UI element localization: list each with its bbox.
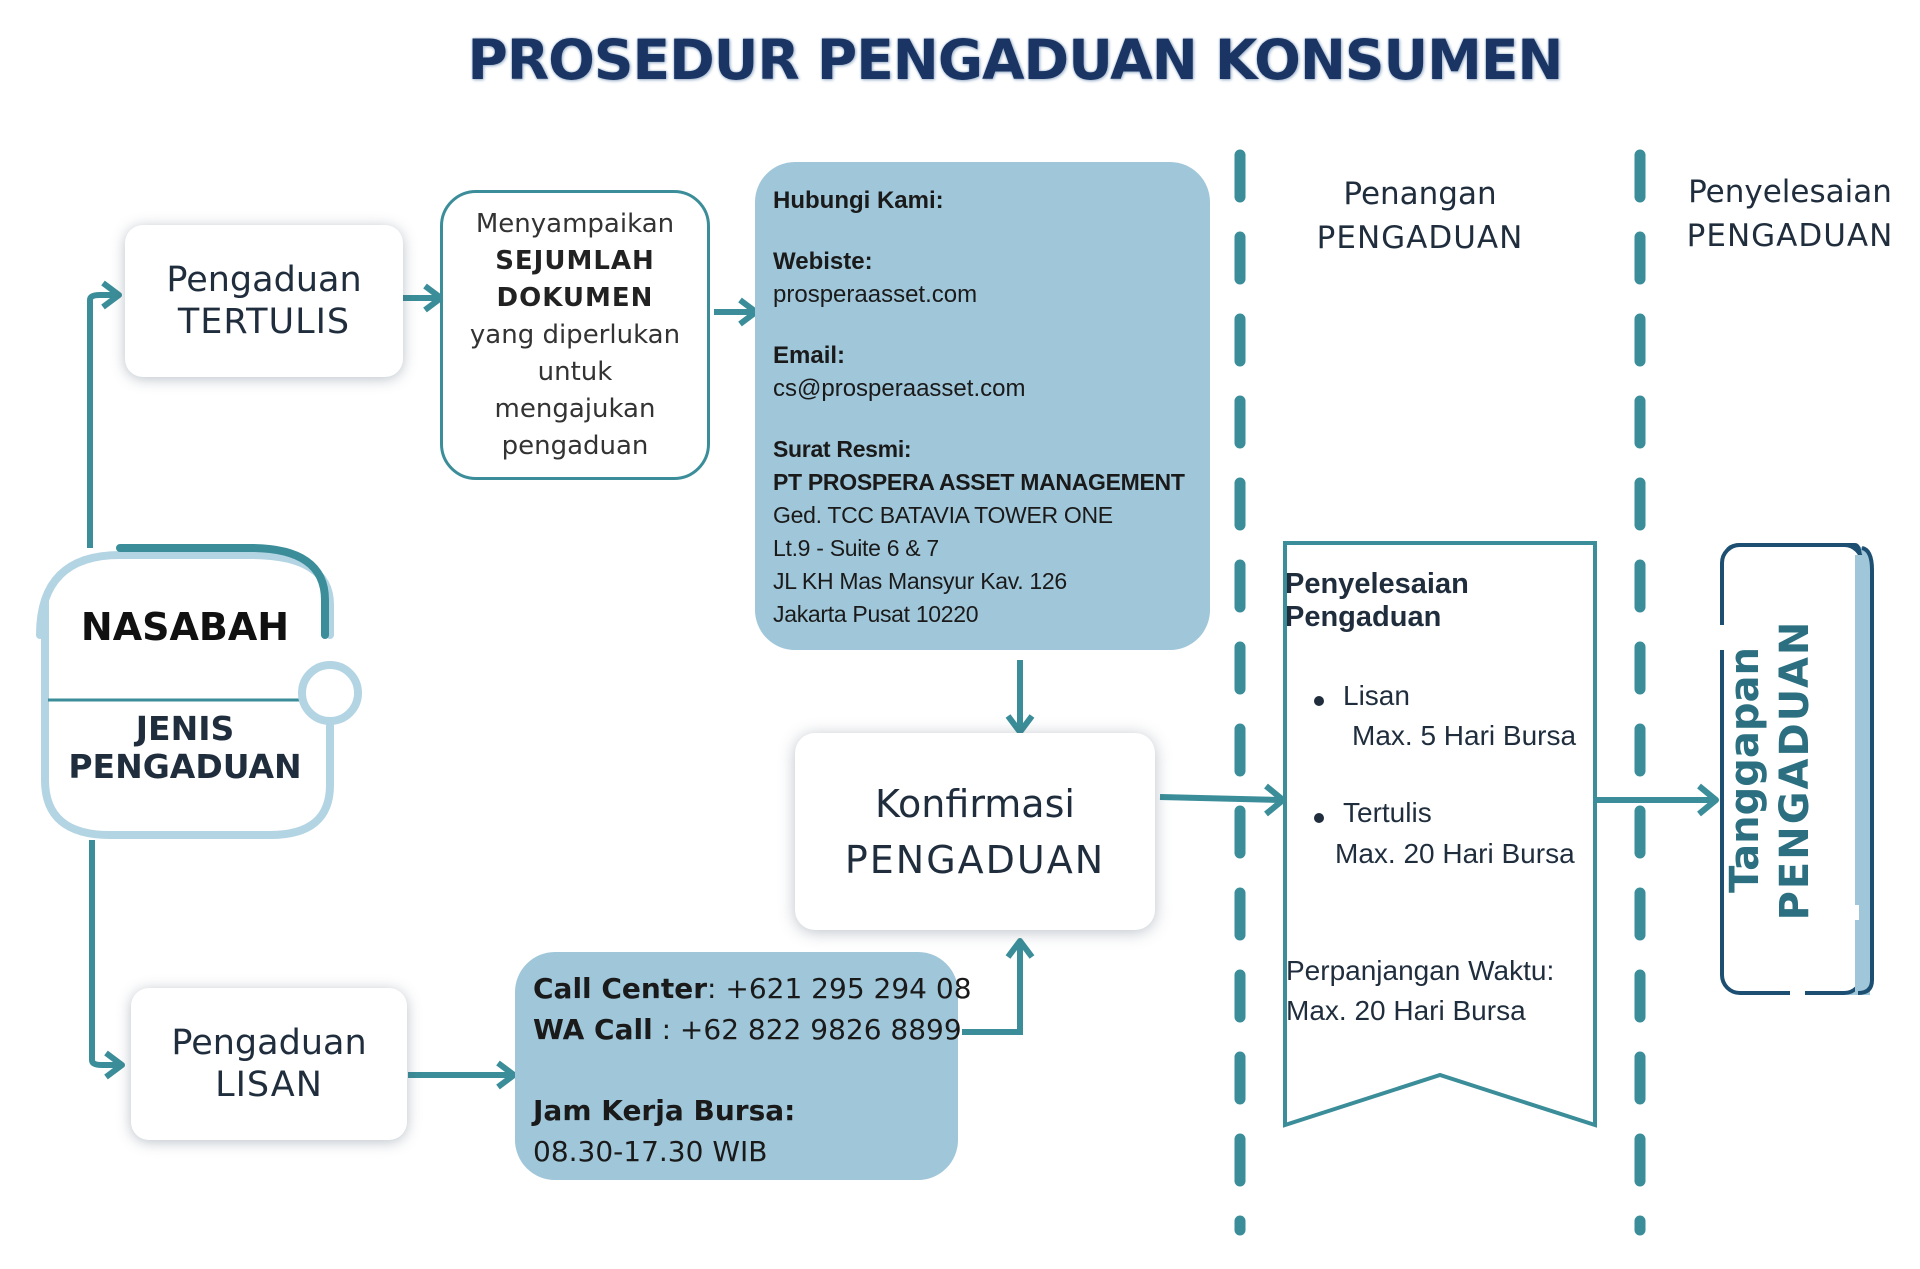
penyelesaian-title: Penyelesaian Pengaduan bbox=[1285, 568, 1585, 634]
contact-heading: Hubungi Kami: bbox=[773, 187, 944, 214]
arrow-nasabah-lisan bbox=[89, 840, 118, 1068]
dokumen-line: DOKUMEN bbox=[496, 282, 654, 313]
tanggapan-pengaduan: Tanggapan PENGADUAN bbox=[1705, 620, 1835, 921]
perpanjangan-detail: Max. 20 Hari Bursa bbox=[1286, 995, 1526, 1026]
arrow-nasabah-tertulis bbox=[87, 292, 115, 548]
surat-label: Surat Resmi: bbox=[773, 436, 912, 462]
penanganan-line2: PENGADUAN bbox=[1316, 220, 1524, 256]
lisan-item: Lisan bbox=[1343, 680, 1410, 711]
tertulis-item: Tertulis bbox=[1343, 797, 1432, 828]
dokumen-line: SEJUMLAH bbox=[495, 245, 655, 276]
call-center-label: Call Center bbox=[533, 972, 708, 1005]
bullet-icon bbox=[1314, 813, 1324, 823]
tanggapan-box bbox=[1718, 543, 1874, 997]
address-line: Lt.9 - Suite 6 & 7 bbox=[773, 535, 939, 561]
tertulis-line2: TERTULIS bbox=[177, 302, 351, 342]
dokumen-line: pengaduan bbox=[501, 430, 649, 461]
lisan-line1: Pengaduan bbox=[171, 1023, 367, 1063]
pengaduan-lisan-box: Pengaduan LISAN bbox=[131, 988, 407, 1140]
wa-call-label: WA Call bbox=[533, 1013, 653, 1046]
jenis-line2: PENGADUAN bbox=[68, 747, 302, 786]
arrow-call-konfirmasi bbox=[962, 945, 1023, 1035]
column-header-penanganan: Penangan PENGADUAN bbox=[1300, 172, 1540, 260]
column-header-penyelesaian: Penyelesaian PENGADUAN bbox=[1670, 170, 1910, 258]
page-title: PROSEDUR PENGADUAN KONSUMEN bbox=[467, 28, 1564, 92]
perpanjangan-label: Perpanjangan Waktu: bbox=[1286, 955, 1555, 986]
dokumen-line: yang diperlukan bbox=[469, 319, 681, 350]
email-link[interactable]: cs@prosperaasset.com bbox=[773, 375, 1026, 402]
arrow-konfirmasi-penyelesaian bbox=[1159, 794, 1281, 803]
contact-box: Hubungi Kami: Webiste: prosperaasset.com… bbox=[755, 162, 1210, 650]
lisan-detail: Max. 5 Hari Bursa bbox=[1352, 720, 1577, 751]
dokumen-box: Menyampaikan SEJUMLAH DOKUMEN yang diper… bbox=[440, 190, 710, 480]
address-line: Jakarta Pusat 10220 bbox=[773, 601, 979, 627]
address-line: Ged. TCC BATAVIA TOWER ONE bbox=[773, 502, 1113, 528]
penyelesaian-col-line2: PENGADUAN bbox=[1686, 218, 1894, 254]
konfirmasi-line2: PENGADUAN bbox=[844, 837, 1106, 882]
company-name: PT PROSPERA ASSET MANAGEMENT bbox=[773, 469, 1185, 495]
tanggapan-line2: PENGADUAN bbox=[1772, 619, 1818, 921]
lisan-line2: LISAN bbox=[215, 1065, 323, 1105]
tertulis-detail: Max. 20 Hari Bursa bbox=[1335, 838, 1575, 869]
penyelesaian-banner bbox=[1283, 541, 1597, 1128]
email-label: Email: bbox=[773, 342, 846, 369]
penyelesaian-title-line2: Pengaduan bbox=[1285, 601, 1442, 633]
dokumen-line: mengajukan bbox=[494, 393, 656, 424]
konfirmasi-line1: Konfirmasi bbox=[875, 781, 1075, 826]
nasabah-label: NASABAH bbox=[80, 605, 290, 649]
jenis-pengaduan-label: JENIS PENGADUAN bbox=[40, 710, 330, 786]
bullet-icon bbox=[1314, 696, 1324, 706]
jenis-line1: JENIS bbox=[135, 709, 235, 748]
dokumen-line: Menyampaikan bbox=[475, 208, 675, 239]
penyelesaian-col-line1: Penyelesaian bbox=[1688, 174, 1892, 210]
dokumen-line: untuk bbox=[537, 356, 613, 387]
wa-call-number[interactable]: : +62 822 9826 8899 bbox=[652, 1013, 962, 1046]
tertulis-line1: Pengaduan bbox=[166, 260, 362, 300]
nasabah-shape bbox=[36, 544, 362, 839]
call-center-number[interactable]: : +621 295 294 08 bbox=[707, 972, 972, 1005]
penyelesaian-title-line1: Penyelesaian bbox=[1285, 568, 1469, 600]
jam-kerja-value: 08.30-17.30 WIB bbox=[533, 1135, 768, 1168]
website-link[interactable]: prosperaasset.com bbox=[773, 281, 978, 308]
wa-call-line: WA Call : +62 822 9826 8899 bbox=[533, 1009, 962, 1050]
call-center-line: Call Center: +621 295 294 08 bbox=[533, 968, 972, 1009]
website-label: Webiste: bbox=[773, 248, 873, 275]
jam-kerja-label: Jam Kerja Bursa: bbox=[533, 1094, 796, 1127]
pengaduan-tertulis-box: Pengaduan TERTULIS bbox=[125, 225, 403, 377]
call-center-box: Call Center: +621 295 294 08 WA Call : +… bbox=[515, 952, 972, 1180]
tanggapan-line1: Tanggapan bbox=[1722, 647, 1768, 893]
konfirmasi-pengaduan-box: Konfirmasi PENGADUAN bbox=[795, 733, 1155, 930]
penanganan-line1: Penangan bbox=[1343, 176, 1497, 212]
nasabah-circle bbox=[298, 661, 362, 725]
address-line: JL KH Mas Mansyur Kav. 126 bbox=[773, 568, 1067, 594]
